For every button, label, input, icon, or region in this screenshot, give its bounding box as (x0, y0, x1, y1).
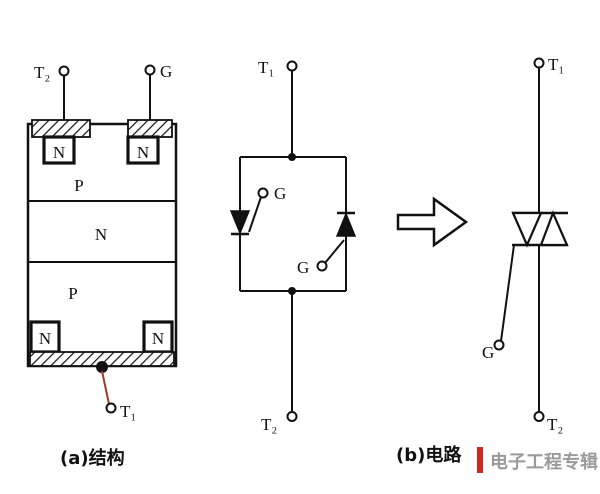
circuit-panel: T₁ G G T₂ (b)电路 (229, 58, 462, 466)
watermark-brand-text: 电子工程专辑 (490, 451, 598, 473)
gate-lower-label: G (297, 258, 309, 277)
t1-terminal-circle (105, 402, 117, 414)
p-upper-label: P (74, 176, 83, 195)
watermark-red-bar (477, 447, 483, 473)
triac-panel: T₁ G T₂ (482, 55, 569, 434)
g-terminal-label: G (160, 62, 172, 81)
bottom-contact-dot (96, 361, 108, 373)
right-block-arrow-icon (396, 196, 469, 248)
structure-panel: T₂ G N N P N P N N T₁ (26, 62, 178, 469)
n-region-top-right-label: N (137, 143, 149, 162)
gate-upper-label: G (274, 184, 286, 203)
t1-lead-line-red (101, 370, 110, 405)
triac-gate-wire (500, 244, 515, 342)
triac-gate-label: G (482, 343, 494, 362)
scr-right-gate-wire (324, 239, 345, 264)
gate-upper-circle (257, 187, 269, 199)
triac-t2-circle (533, 411, 545, 422)
p-lower-label: P (68, 284, 77, 303)
scr-left: G (229, 184, 286, 236)
top-left-electrode-hatch (31, 119, 91, 138)
n-region-bottom-right-box (142, 320, 174, 354)
n-region-bottom-left-label: N (39, 329, 51, 348)
n-region-top-right-box (126, 135, 160, 165)
t2-terminal-label: T₂ (34, 63, 50, 82)
circuit-t2-circle (286, 411, 298, 422)
circuit-caption: (b)电路 (396, 444, 462, 466)
n-middle-label: N (95, 225, 107, 244)
scr-left-triangle (229, 210, 251, 235)
scr-left-gate-wire (248, 196, 262, 233)
triac-triangle-up (539, 210, 569, 247)
structure-caption: (a)结构 (60, 447, 125, 469)
circuit-t2-label: T₂ (261, 415, 277, 434)
n-region-top-left-box (42, 135, 76, 165)
scr-right-triangle (335, 212, 357, 237)
triac-gate-circle (493, 339, 505, 351)
gate-lower-circle (316, 260, 328, 272)
circuit-t1-label: T₁ (258, 58, 274, 77)
n-region-top-left-label: N (53, 143, 65, 162)
circuit-t1-circle (286, 60, 298, 72)
triac-t2-label: T₂ (547, 415, 563, 434)
triac-t1-label: T₁ (548, 55, 564, 74)
g-terminal-circle (144, 64, 156, 76)
n-region-bottom-right-label: N (152, 329, 164, 348)
t1-terminal-label: T₁ (120, 402, 136, 421)
top-right-electrode-hatch (127, 119, 173, 138)
t2-terminal-circle (58, 65, 70, 77)
watermark: 电子工程专辑 (477, 447, 598, 473)
triac-t1-circle (533, 57, 545, 69)
triac-triangle-down (511, 211, 543, 248)
scr-right: G (297, 211, 357, 277)
